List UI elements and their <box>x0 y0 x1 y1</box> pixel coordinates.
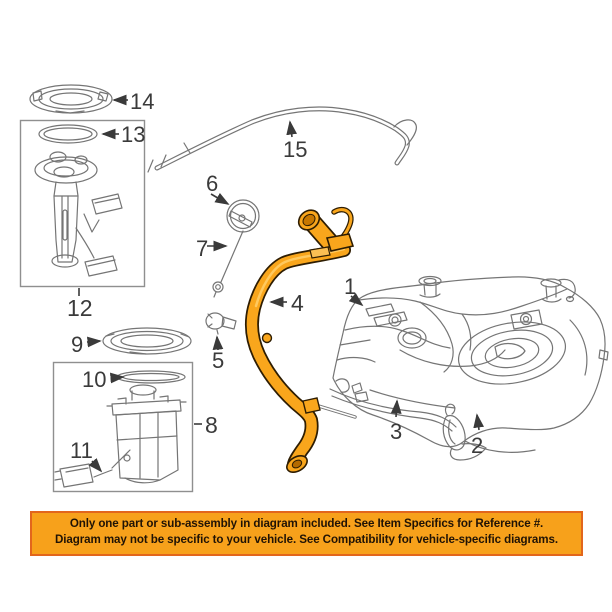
callout-13: 13 <box>101 122 145 147</box>
callout-10: 10 <box>82 367 125 392</box>
callout-14: 14 <box>112 89 154 114</box>
callout-1: 1 <box>344 274 364 307</box>
callout-5-label: 5 <box>212 348 224 373</box>
tank-vent-post-left <box>418 275 442 298</box>
part-8-fuel-pump-module-box: 10 11 <box>52 361 194 493</box>
callout-3-label: 3 <box>390 419 402 444</box>
part-1-fuel-tank <box>329 275 609 461</box>
callout-7: 7 <box>196 236 228 261</box>
callout-8: 8 <box>194 412 218 438</box>
callout-1-label: 1 <box>344 274 356 299</box>
part-10-seal-ring <box>116 370 186 384</box>
callout-11: 11 <box>70 438 103 473</box>
callout-12: 12 <box>67 288 93 321</box>
callout-13-label: 13 <box>121 122 145 147</box>
callout-12-label: 12 <box>67 295 93 321</box>
callout-9-label: 9 <box>71 332 83 357</box>
callout-3: 3 <box>390 399 402 444</box>
part-9-lock-ring <box>102 327 192 355</box>
callout-15: 15 <box>283 120 307 162</box>
callout-4: 4 <box>269 290 304 316</box>
disclaimer-line-1: Only one part or sub-assembly in diagram… <box>69 517 544 530</box>
disclaimer-banner: Only one part or sub-assembly in diagram… <box>30 511 583 556</box>
part-12-fuel-pump-module <box>34 151 123 277</box>
part-7-cap-tether <box>212 230 244 298</box>
callout-9: 9 <box>71 332 102 357</box>
tank-vent-post-right <box>540 278 576 303</box>
part-14-lock-ring <box>29 84 113 114</box>
part-6-fuel-cap <box>226 199 260 233</box>
callout-14-label: 14 <box>130 89 154 114</box>
part-8-fuel-pump-module <box>54 384 187 488</box>
callout-15-label: 15 <box>283 137 307 162</box>
part-13-seal-ring <box>38 124 98 144</box>
disclaimer-line-2: Diagram may not be specific to your vehi… <box>55 532 558 546</box>
callout-5: 5 <box>212 335 224 373</box>
callout-2: 2 <box>471 413 485 458</box>
callout-4-label: 4 <box>291 290 304 316</box>
callout-8-label: 8 <box>205 412 218 438</box>
callout-2-label: 2 <box>471 433 483 458</box>
callout-11-label: 11 <box>70 438 93 463</box>
part-15-vent-hose <box>147 106 417 173</box>
callout-6: 6 <box>206 171 230 205</box>
part-12-fuel-pump-module-box: 13 <box>19 119 145 288</box>
callout-6-label: 6 <box>206 171 218 196</box>
callout-10-label: 10 <box>82 367 106 392</box>
part-4-filler-pipe-highlighted <box>244 206 357 473</box>
part-5-valve-grommet <box>205 312 237 335</box>
callout-7-label: 7 <box>196 236 208 261</box>
